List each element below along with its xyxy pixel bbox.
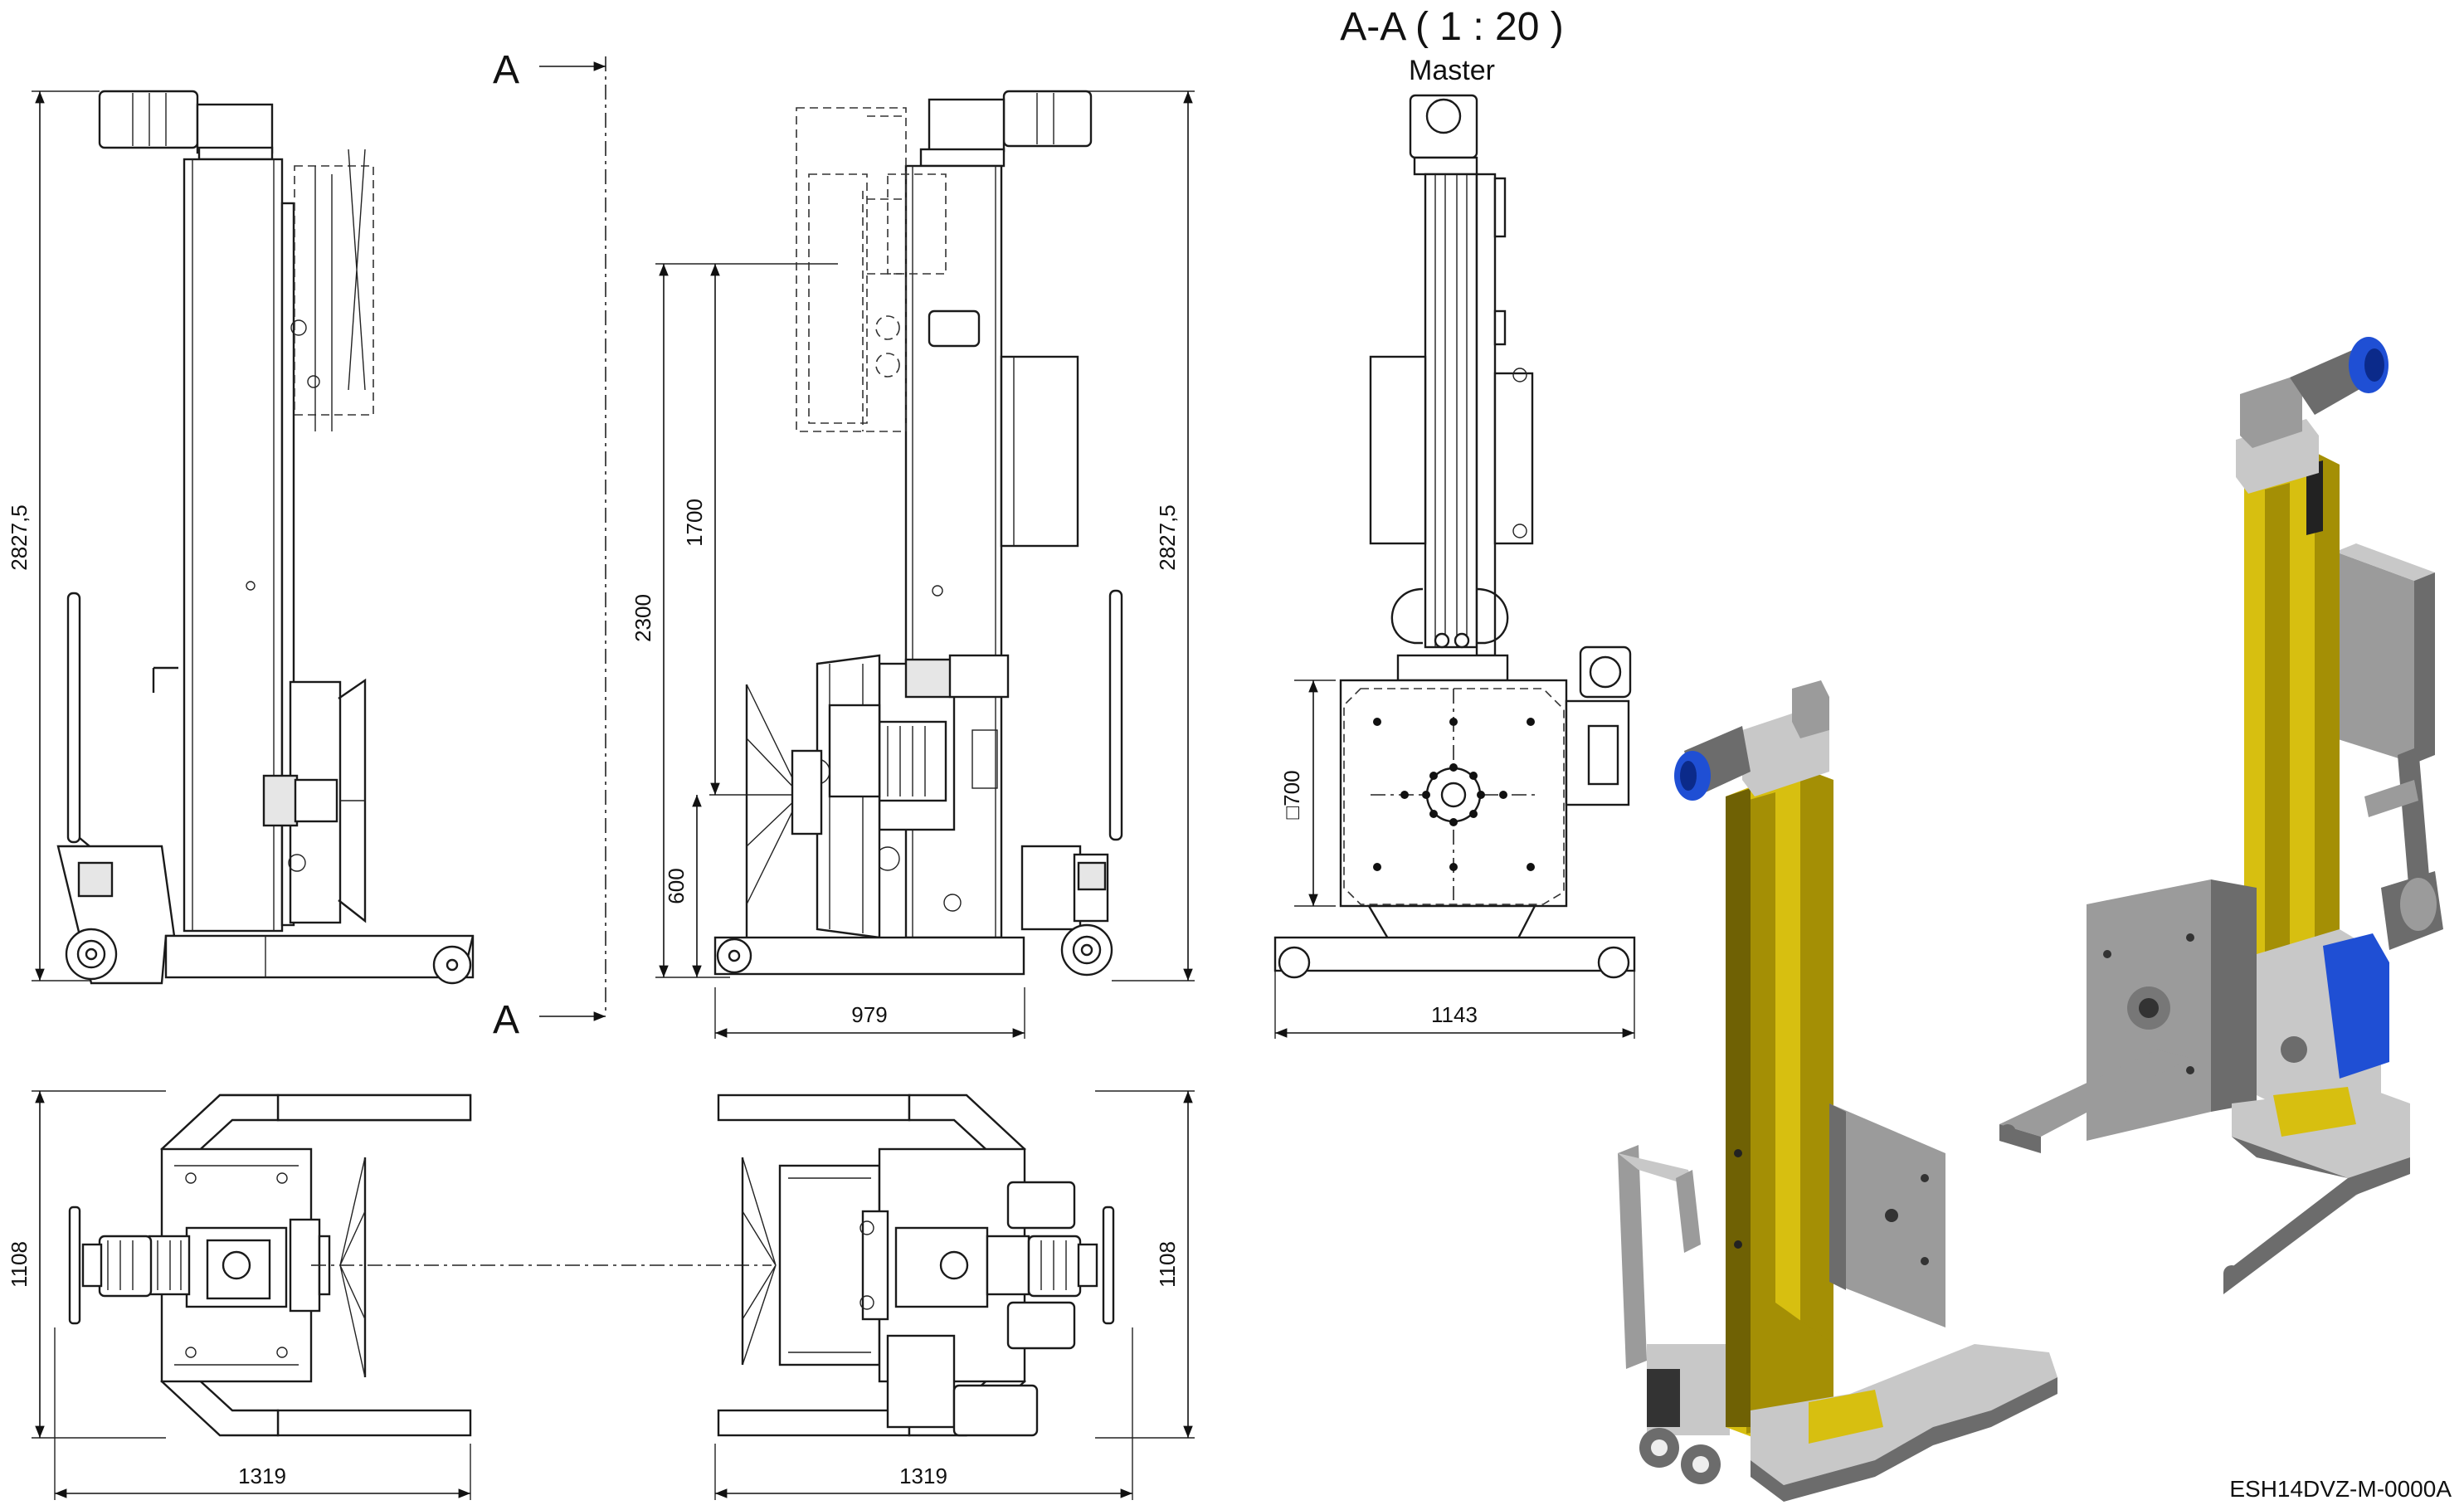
dim-top-left-depth: 1108 (7, 1241, 32, 1288)
dim-front-height-right: 2827,5 (1155, 504, 1180, 571)
section-subtitle: Master (1409, 55, 1495, 86)
front-view: 2300 1700 600 2827,5 979 (631, 90, 1195, 1039)
dim-front-lower: 600 (664, 868, 689, 904)
dim-front-width: 979 (851, 1002, 887, 1027)
dim-top-right-width: 1319 (899, 1464, 947, 1488)
side-view: 2827,5 (7, 90, 475, 985)
section-marker-top: A (493, 48, 519, 92)
section-line-a-a: A A (493, 48, 606, 1042)
dim-front-upper: 1700 (682, 499, 707, 547)
section-marker-bottom: A (493, 998, 519, 1042)
dim-side-height: 2827,5 (7, 504, 32, 571)
dim-top-right-depth: 1108 (1155, 1241, 1180, 1288)
render-positioner-front (1618, 680, 2057, 1502)
top-view-left: 1108 1319 (7, 1090, 772, 1500)
section-title: A-A ( 1 : 20 ) (1340, 5, 1563, 49)
drawing-number: ESH14DVZ-M-0000A (2229, 1476, 2452, 1502)
dim-section-width: 1143 (1431, 1002, 1478, 1027)
top-view-right: 1108 1319 (714, 1090, 1195, 1500)
dim-front-total-height: 2300 (631, 594, 655, 642)
dim-top-left-width: 1319 (238, 1464, 286, 1488)
section-view: □700 1143 (1273, 94, 1636, 1039)
render-positioner-rear (1999, 337, 2443, 1294)
dim-section-square: □700 (1279, 770, 1304, 819)
